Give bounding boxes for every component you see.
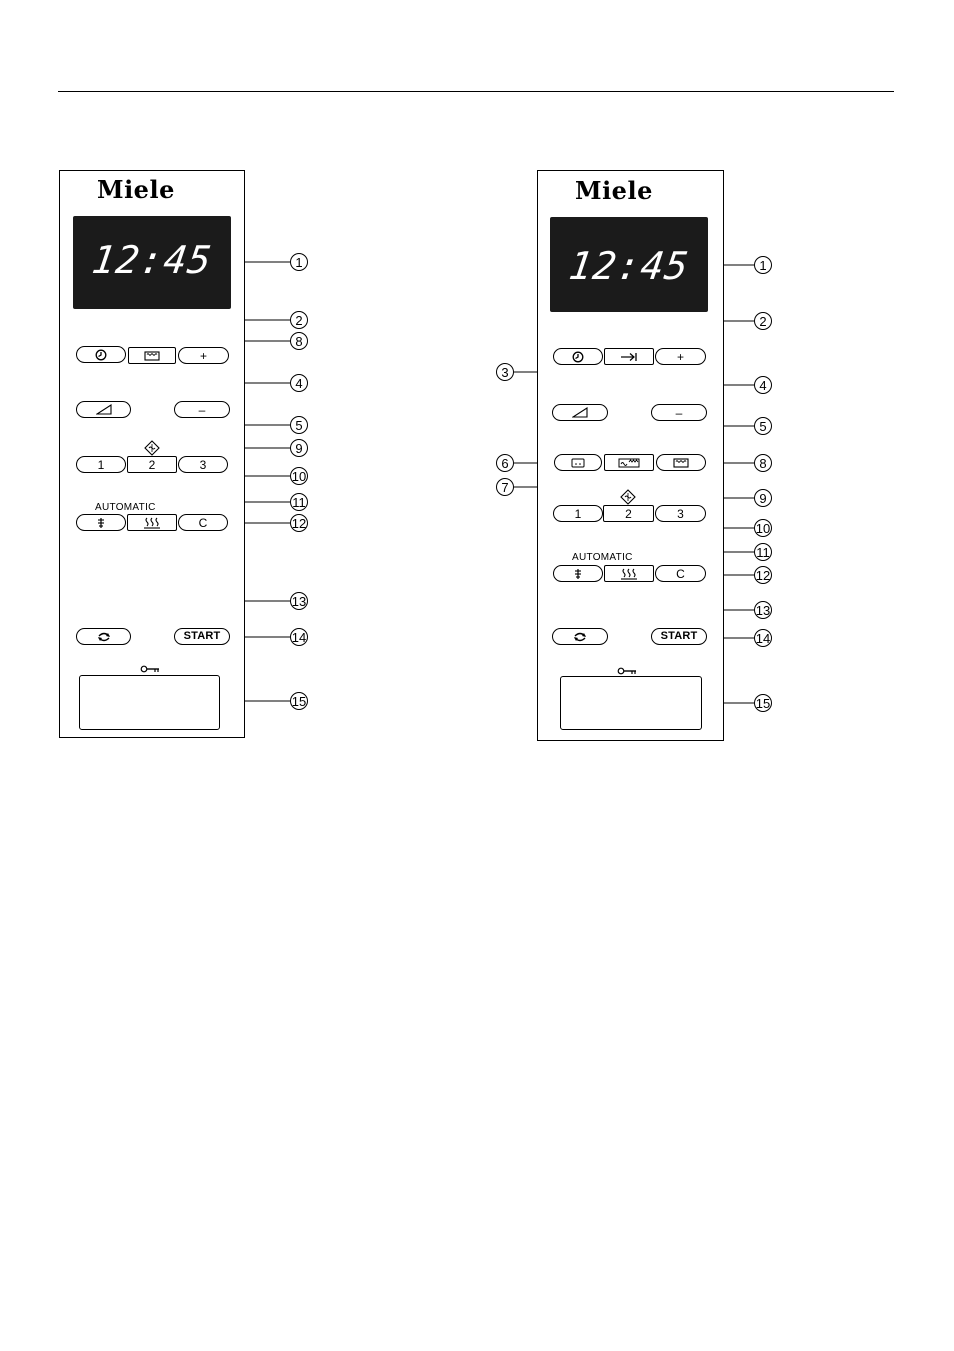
callout-12-left: 12 [290,514,308,532]
grill-icon [571,458,585,468]
timer-button-right[interactable] [553,348,603,365]
memory-rotate-icon [572,631,588,643]
callout-1-right: 1 [754,256,772,274]
level-3-button-right[interactable]: 3 [655,505,706,522]
callout-5-right: 5 [754,417,772,435]
plus-button-left[interactable]: + [178,347,229,364]
display-time-right: 12:45 [547,244,711,288]
callout-12-right: 12 [754,566,772,584]
arrow-to-bar-icon [620,352,638,362]
defrost-icon [96,517,106,529]
timer-button-left[interactable] [76,346,126,363]
reheat-icon [142,517,162,529]
callout-15-right: 15 [754,694,772,712]
callout-13-left: 13 [290,592,308,610]
level-1-button-left[interactable]: 1 [76,456,126,473]
lcd-display-right: 12:45 [550,217,708,312]
power-ramp-icon [96,404,112,415]
reheat-button-right[interactable] [604,565,654,582]
clock-icon [94,349,108,361]
callout-15-left: 15 [290,692,308,710]
callout-2-right: 2 [754,312,772,330]
callout-11-left: 11 [290,493,308,511]
callout-10-left: 10 [290,467,308,485]
oven-button-right[interactable] [656,454,706,471]
defrost-button-left[interactable] [76,514,126,531]
combi-grill-icon [618,458,640,468]
power-button-right[interactable] [552,404,608,421]
reheat-icon [619,568,639,580]
plus-button-right[interactable]: + [655,348,706,365]
start-button-left[interactable]: START [174,628,230,645]
power-button-left[interactable] [76,401,131,418]
callout-9-right: 9 [754,489,772,507]
level-1-button-right[interactable]: 1 [553,505,603,522]
key-icon [140,665,160,673]
microwave-diamond-icon [144,440,160,456]
callout-5-left: 5 [290,416,308,434]
defrost-icon [573,568,583,580]
grill-button-right[interactable] [554,454,602,471]
callout-3-right: 3 [496,363,514,381]
callout-4-right: 4 [754,376,772,394]
brand-logo-left: Miele [97,175,175,204]
clear-button-right[interactable]: C [655,565,706,582]
display-time-left: 12:45 [70,238,234,282]
oven-icon [673,458,689,468]
callout-14-left: 14 [290,628,308,646]
callout-8-left: 8 [290,332,308,350]
level-3-button-left[interactable]: 3 [178,456,228,473]
power-ramp-icon [572,407,588,418]
defrost-button-right[interactable] [553,565,603,582]
lcd-display-left: 12:45 [73,216,231,309]
oven-button-left[interactable] [128,347,176,364]
automatic-label-left: AUTOMATIC [94,502,157,513]
start-button-right[interactable]: START [651,628,707,645]
reheat-button-left[interactable] [127,514,177,531]
combi-button-right[interactable] [604,454,654,471]
minus-button-left[interactable]: – [174,401,230,418]
minus-button-right[interactable]: – [651,404,707,421]
callout-2-left: 2 [290,311,308,329]
callout-6-right: 6 [496,454,514,472]
memory-button-right[interactable] [552,628,608,645]
callout-10-right: 10 [754,519,772,537]
automatic-label-right: AUTOMATIC [571,552,634,563]
callout-13-right: 13 [754,601,772,619]
memory-rotate-icon [96,631,112,643]
memory-button-left[interactable] [76,628,131,645]
callout-4-left: 4 [290,374,308,392]
callout-9-left: 9 [290,439,308,457]
callout-7-right: 7 [496,478,514,496]
callout-14-right: 14 [754,629,772,647]
level-2-button-right[interactable]: 2 [603,505,654,522]
key-icon [617,667,637,675]
door-lock-area-left [79,675,220,730]
callout-1-left: 1 [290,253,308,271]
brand-logo-right: Miele [575,176,653,205]
level-2-button-left[interactable]: 2 [127,456,177,473]
clock-icon [571,351,585,363]
delay-start-button-right[interactable] [604,348,654,365]
door-lock-area-right [560,676,702,730]
callout-11-right: 11 [754,543,772,561]
callout-8-right: 8 [754,454,772,472]
clear-button-left[interactable]: C [178,514,228,531]
microwave-diamond-icon [620,489,636,505]
oven-icon [144,351,160,361]
